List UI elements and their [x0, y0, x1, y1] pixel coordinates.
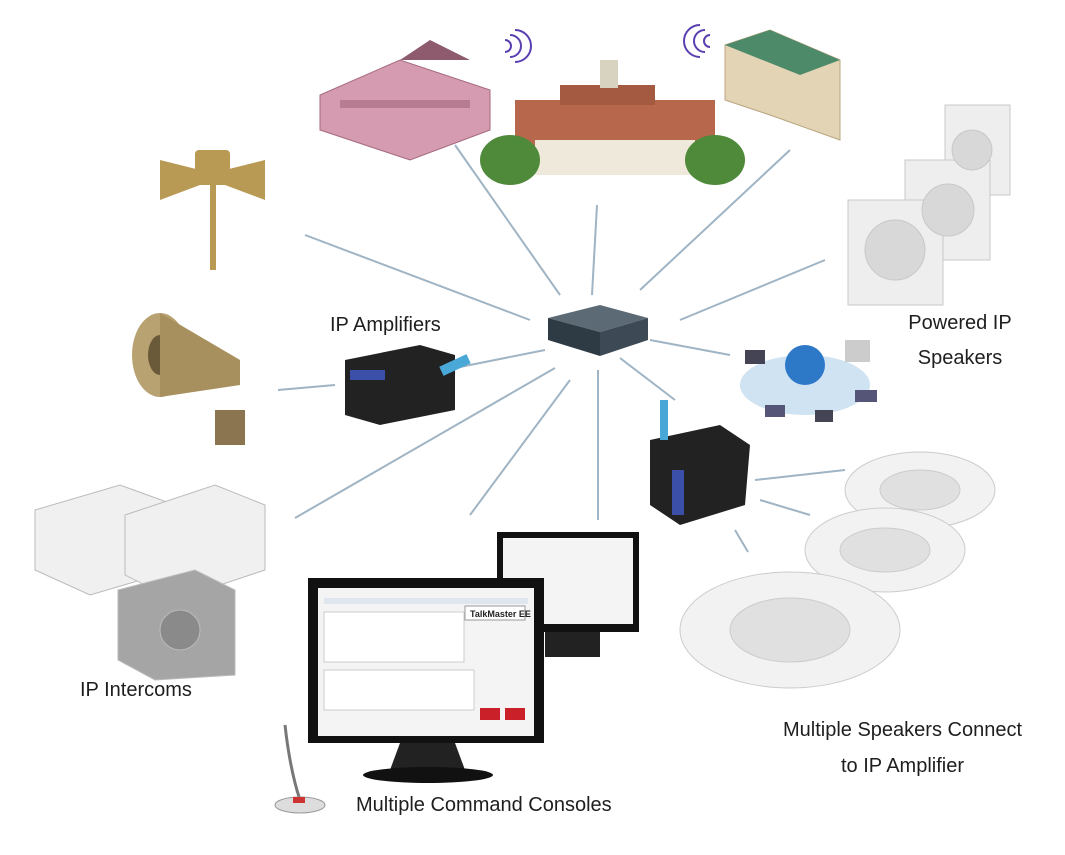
line-to-powered-speakers	[679, 259, 826, 321]
line-to-console-left	[469, 379, 571, 516]
network-switch	[548, 305, 648, 356]
label-multiple-speakers-2: to IP Amplifier	[840, 755, 965, 777]
connection-lines	[277, 144, 846, 553]
network-globe	[740, 340, 877, 422]
horn-speaker-wall	[132, 313, 245, 445]
talkmaster-logo: TalkMaster EE	[470, 609, 531, 619]
line-to-school-left	[454, 144, 561, 296]
wifi-icon-right	[683, 24, 711, 58]
ip-amplifier-right	[650, 400, 750, 525]
school-building-left	[319, 40, 491, 161]
label-ip-intercoms: IP Intercoms	[80, 679, 192, 701]
powered-ip-speakers	[847, 104, 1011, 306]
label-powered-ip-speakers-2: Speakers	[917, 347, 1003, 369]
label-powered-ip-speakers-1: Powered IP	[908, 312, 1012, 334]
line-amp-to-speaker-1	[754, 469, 846, 481]
line-to-school-right	[639, 149, 791, 291]
ceiling-speakers	[679, 451, 996, 689]
line-horn-to-amplifier	[277, 384, 336, 391]
line-to-horn	[304, 234, 531, 321]
horn-speaker-pole	[160, 150, 265, 270]
line-to-right-amplifier	[619, 357, 676, 401]
line-amp-to-speaker-3	[734, 529, 749, 553]
label-multiple-speakers-1: Multiple Speakers Connect	[782, 719, 1022, 741]
wifi-icon-left	[504, 29, 532, 63]
ip-intercoms	[34, 484, 266, 681]
line-to-intercoms	[294, 367, 556, 519]
desk-microphone	[274, 724, 326, 814]
school-building-right	[724, 29, 841, 141]
console-monitor-front: TalkMaster EE	[308, 578, 544, 783]
school-building-center	[480, 60, 745, 185]
line-to-left-amplifier	[454, 349, 546, 369]
label-multiple-command-consoles: Multiple Command Consoles	[356, 794, 612, 816]
line-amp-to-speaker-2	[759, 499, 811, 516]
label-ip-amplifiers: IP Amplifiers	[330, 314, 441, 336]
line-to-school-center	[591, 204, 598, 296]
ip-amplifier-left	[345, 345, 471, 425]
line-to-network	[649, 339, 731, 356]
